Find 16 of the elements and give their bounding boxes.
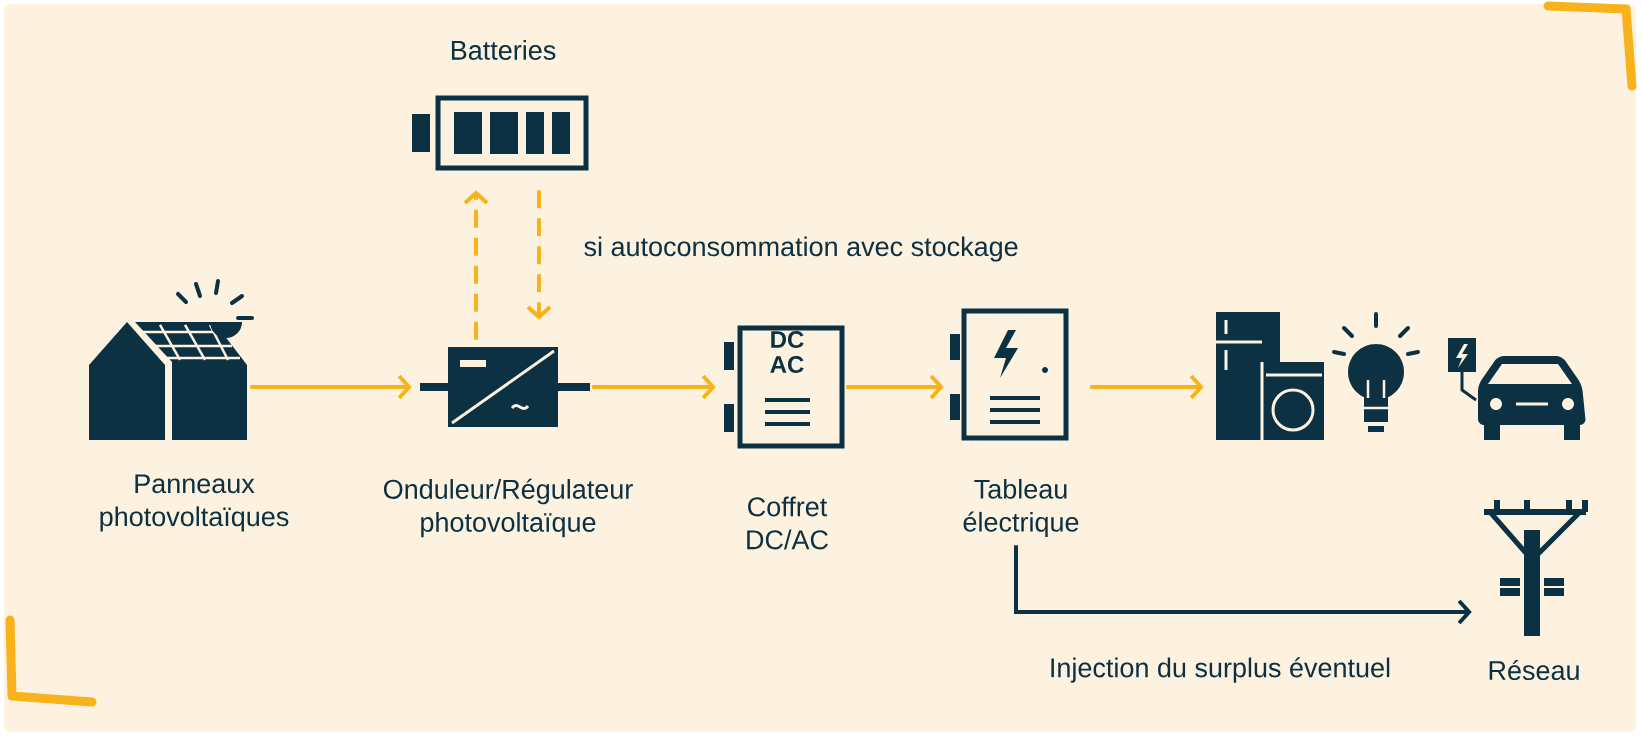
arrow xyxy=(526,190,552,320)
arrow xyxy=(592,374,716,400)
node-label: Batteries xyxy=(451,40,556,60)
note-text: si autoconsommation avec stockage xyxy=(584,236,1018,262)
arrow xyxy=(1014,545,1472,625)
node-label: Panneaux photovoltaïques xyxy=(100,474,289,532)
node-label: Onduleur/Régulateur photovoltaïque xyxy=(383,478,633,538)
arrow xyxy=(1090,374,1204,400)
node-label: Tableau électrique xyxy=(963,478,1079,538)
edge-label: Injection du surplus éventuel xyxy=(1051,657,1390,683)
node-label: Réseau xyxy=(1489,659,1579,681)
arrow xyxy=(846,374,944,400)
node-label: Coffret DC/AC xyxy=(747,496,828,550)
arrow xyxy=(463,190,489,340)
appliances-drawing xyxy=(1214,312,1586,442)
arrow xyxy=(250,374,412,400)
